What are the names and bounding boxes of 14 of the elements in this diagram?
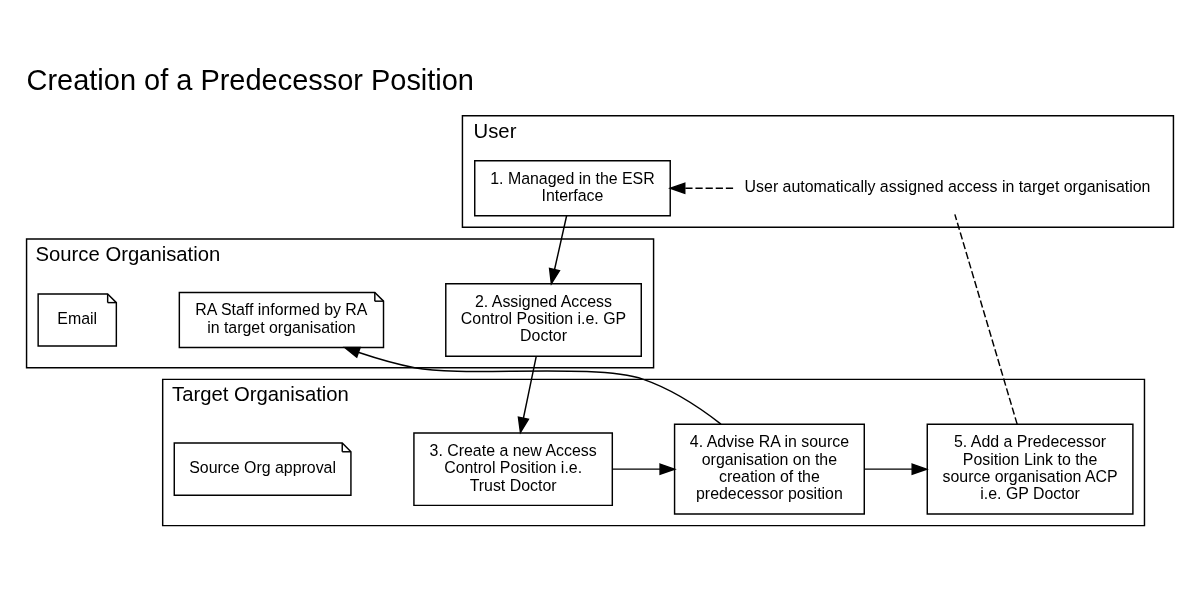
arrow bbox=[863, 462, 929, 475]
arrow bbox=[342, 346, 722, 425]
arrow bbox=[517, 355, 537, 435]
node-box: 3. Create a new Access Control Position i.e. Trust Doctor bbox=[413, 431, 614, 506]
connector bbox=[954, 213, 1018, 425]
arrow bbox=[548, 214, 568, 286]
node-box: 2. Assigned Access Control Position i.e. GP Doctor bbox=[445, 282, 642, 357]
node-box: 1. Managed in the ESR Interface bbox=[474, 159, 671, 216]
diagram-title: Creation of a Predecessor Position bbox=[26, 63, 474, 96]
arrow bbox=[612, 462, 677, 475]
arrow bbox=[668, 181, 734, 194]
node-box: 5. Add a Predecessor Position Link to the source organisation ACP i.e. GP Doctor bbox=[926, 423, 1134, 515]
node-box: 4. Advise RA in source organisation on the creation of the predecessor position bbox=[673, 423, 865, 515]
node-text: User automatically assigned access in target organisation bbox=[744, 177, 1151, 195]
